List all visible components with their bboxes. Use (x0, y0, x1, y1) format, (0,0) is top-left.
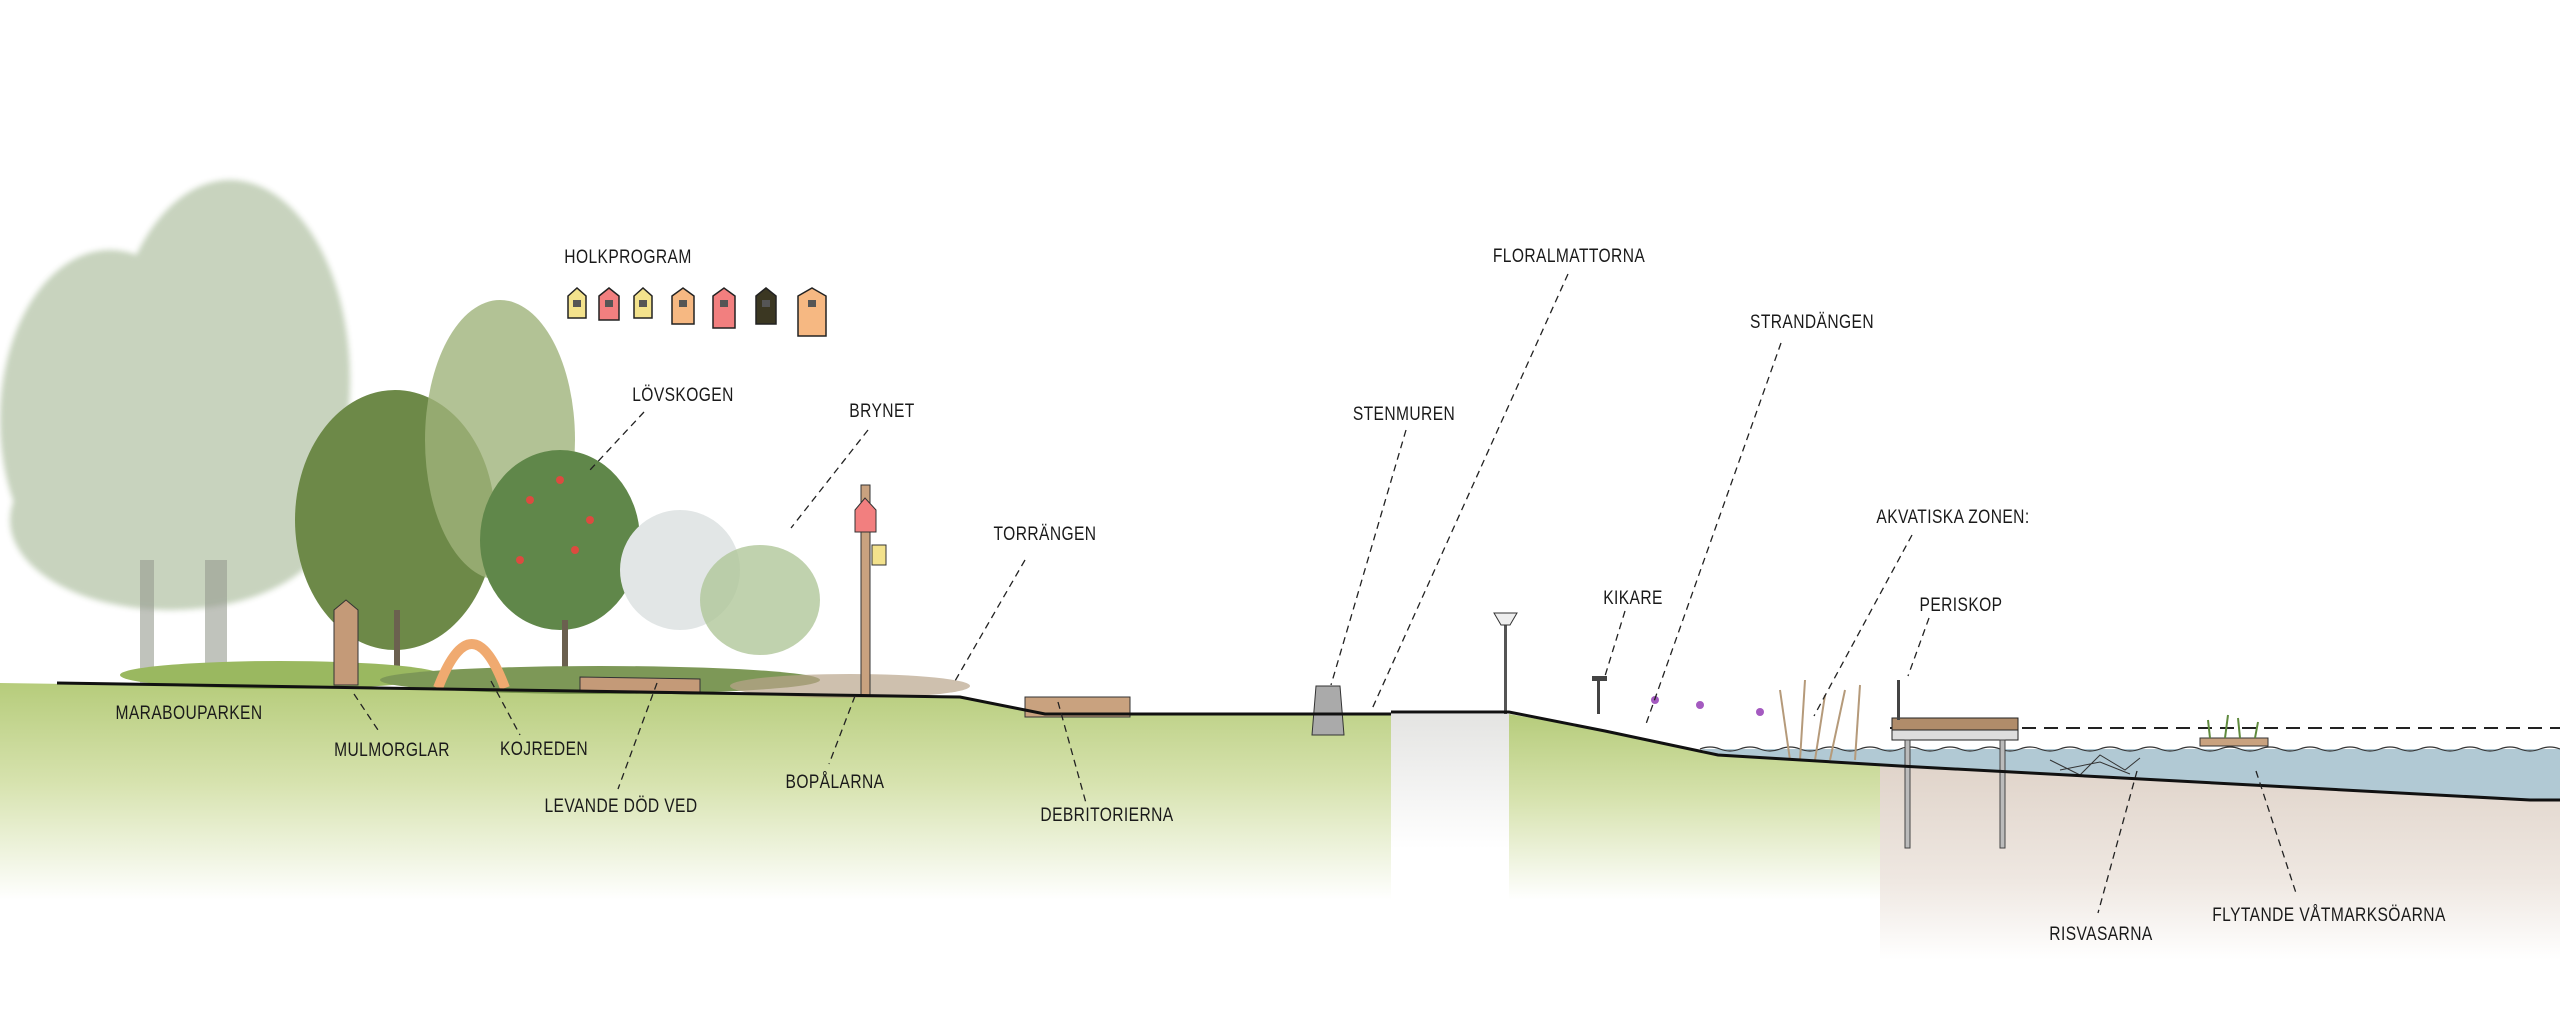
label-stenmuren: STENMUREN (1352, 404, 1456, 425)
mulmorgel (333, 599, 359, 686)
label-mulmorglar: MULMORGLAR (334, 740, 450, 761)
birdhouse-icon (797, 287, 827, 337)
label-torrangen: TORRÄNGEN (993, 524, 1097, 545)
label-holkprogram: HOLKPROGRAM (564, 247, 692, 268)
trees (0, 180, 970, 698)
slope-fill (1509, 714, 1900, 900)
birdhouse-entrance-icon (720, 300, 728, 307)
label-floralmattorna: FLORALMATTORNA (1492, 246, 1646, 267)
label-risvasarna: RISVASARNA (2049, 924, 2153, 945)
label-brynet: BRYNET (849, 401, 915, 422)
birdhouse-entrance-icon (573, 300, 581, 307)
water (1700, 749, 2560, 800)
water-surface-wave (1699, 746, 2560, 752)
kojreden-arch (433, 639, 510, 690)
floating-island (2199, 737, 2269, 747)
lakebed-fill (1880, 766, 2560, 960)
flowers (1651, 696, 1764, 716)
reeds (1779, 679, 1861, 761)
label-kojreden: KOJREDEN (499, 739, 589, 760)
periskop (1897, 680, 1900, 720)
birdhouse-entrance-icon (762, 300, 770, 307)
label-periskop: PERISKOP (1919, 595, 2003, 616)
lamp-post (1504, 620, 1507, 714)
ground-fill (0, 683, 1391, 900)
label-marabouparken: MARABOUPARKEN (115, 703, 263, 724)
label-debritorierna: DEBRITORIERNA (1040, 805, 1174, 826)
stenmur (1311, 685, 1345, 736)
birdhouse-icon (712, 287, 736, 329)
birdhouse-entrance-icon (605, 300, 613, 307)
ground-line (56, 681, 2560, 802)
birdhouse-entrance-icon (679, 300, 687, 307)
birdhouse-entrance-icon (808, 300, 816, 307)
kikare (1597, 678, 1600, 714)
label-strandangen: STRANDÄNGEN (1750, 312, 1874, 333)
risvase (2049, 754, 2141, 776)
label-flytande-vatmarksoarna: FLYTANDE VÅTMARKSÖARNA (2212, 905, 2446, 926)
debritorie (1024, 696, 1131, 718)
plaza-foundation (1391, 714, 1509, 849)
label-bopalarna: BOPÅLARNA (785, 772, 885, 793)
leader-lines (353, 273, 2297, 914)
pier (1891, 680, 2019, 849)
holkprogram-icons (567, 286, 827, 337)
birdhouse-entrance-icon (639, 300, 647, 307)
label-lovskogen: LÖVSKOGEN (632, 385, 734, 406)
label-levande-dod-ved: LEVANDE DÖD VED (544, 796, 698, 817)
label-kikare: KIKARE (1603, 588, 1663, 609)
label-akvatiska-zonen: AKVATISKA ZONEN: (1876, 507, 2030, 528)
